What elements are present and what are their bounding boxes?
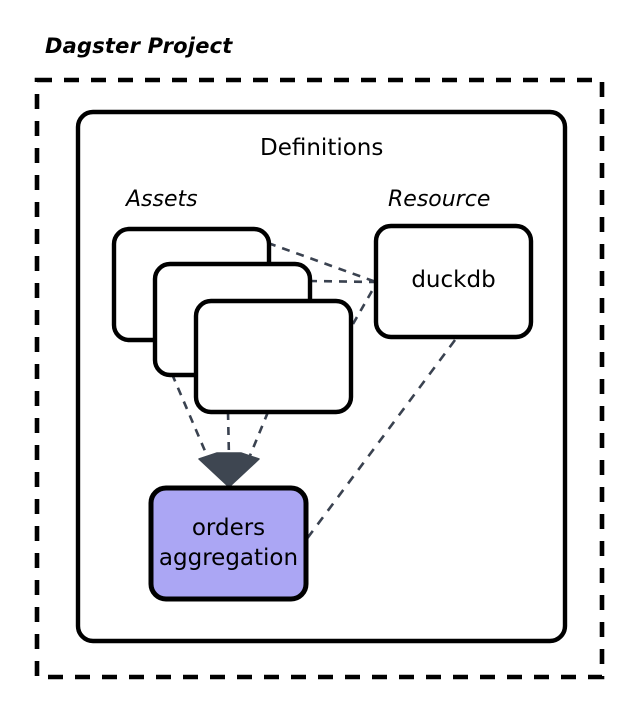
project-boundary — [34, 77, 605, 680]
edge-asset1-orders — [170, 373, 210, 459]
resource-group-label: Resource — [388, 187, 491, 212]
edge-asset2-orders — [226, 411, 231, 459]
edge-asset3-duckdb — [336, 283, 378, 351]
merge-arrowhead-icon — [198, 452, 260, 488]
edge-asset1-duckdb — [267, 241, 377, 284]
definitions-label: Definitions — [260, 135, 384, 161]
edges-duckdb-to-orders — [304, 339, 457, 541]
duckdb-node-label: duckdb — [411, 267, 496, 293]
asset-card-1[interactable] — [193, 298, 354, 415]
orders-aggregation-node[interactable] — [148, 485, 309, 602]
assets-group-label: Assets — [126, 187, 198, 212]
edges-assets-to-duckdb — [267, 241, 378, 351]
edge-duckdb-orders — [304, 339, 457, 541]
asset-stack — [111, 226, 354, 415]
project-title: Dagster Project — [45, 34, 233, 58]
edges-assets-to-orders — [170, 373, 270, 459]
edge-asset2-duckdb — [308, 279, 377, 284]
duckdb-node[interactable] — [373, 223, 534, 340]
